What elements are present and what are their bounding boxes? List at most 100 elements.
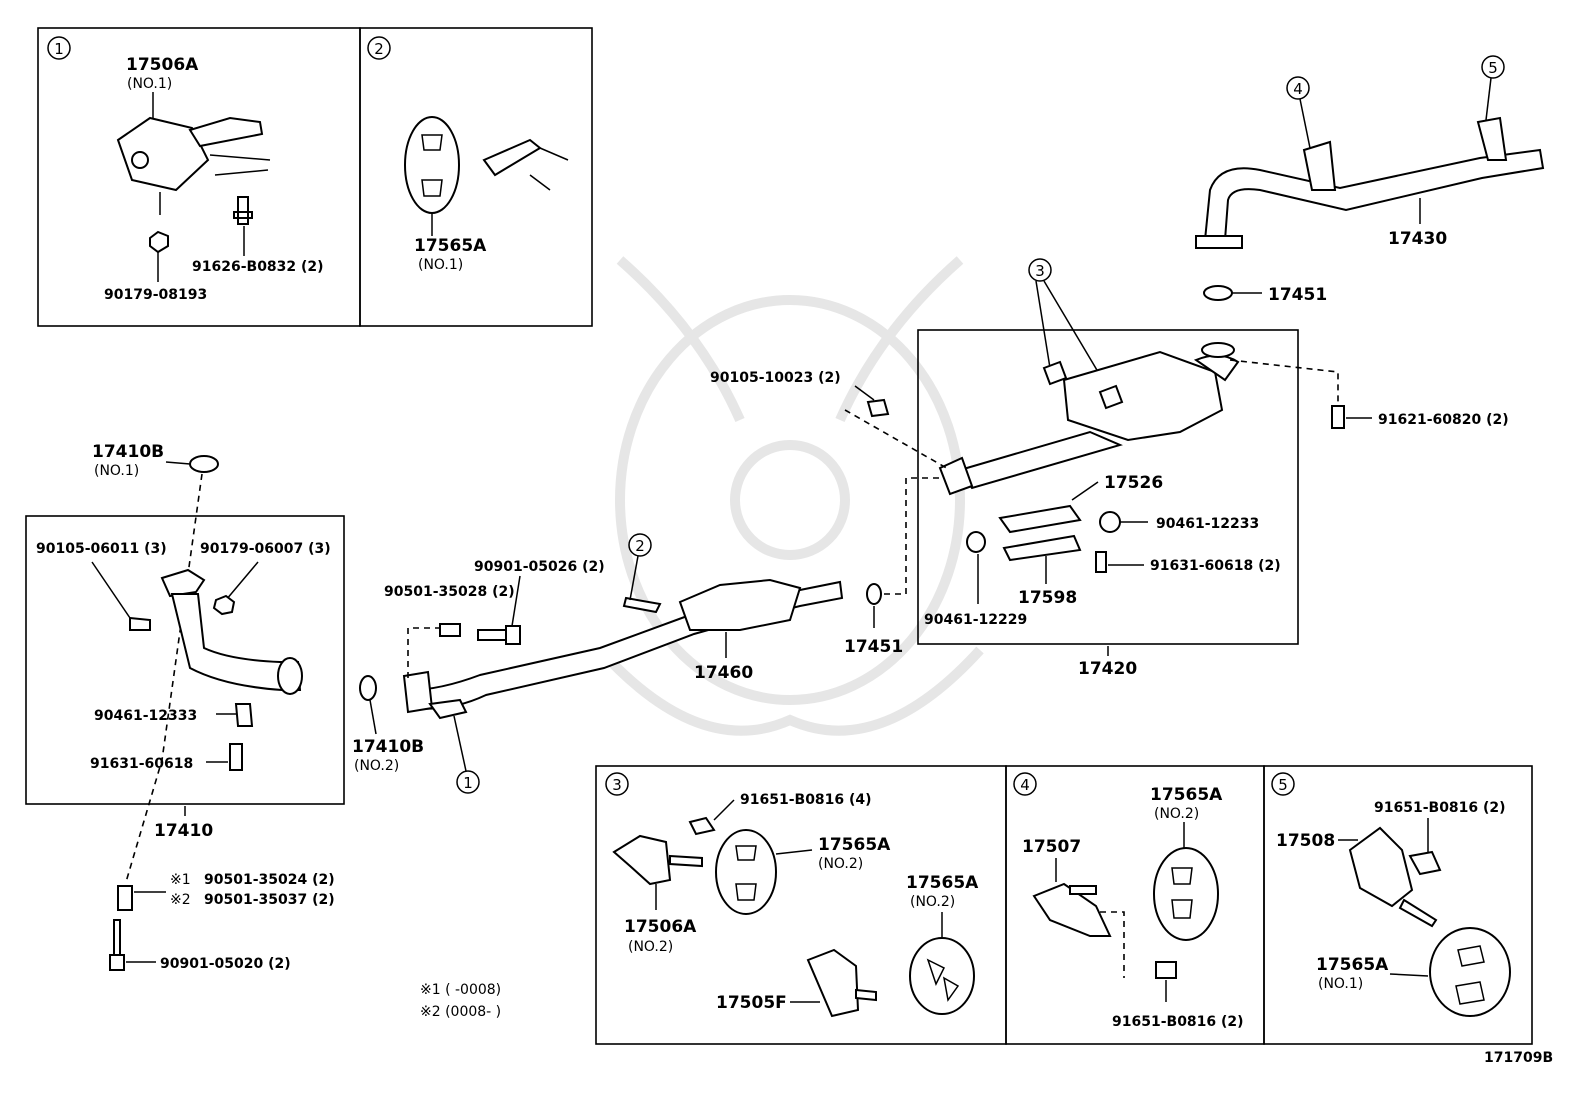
catalytic-converter-icon <box>678 578 802 631</box>
callout-circle-2 <box>367 36 391 60</box>
footnote-mark: ※1 <box>170 872 191 888</box>
rubber-hanger-icon <box>909 937 975 1015</box>
front-pipe-frame <box>25 515 345 805</box>
part-label[interactable]: 17598 <box>1018 588 1077 608</box>
part-label[interactable]: 17508 <box>1276 831 1335 851</box>
diagram-id: 171709B <box>1484 1050 1553 1066</box>
callout-number: 3 <box>612 776 622 794</box>
part-label[interactable]: 91631-60618 <box>90 756 193 772</box>
bolt-icon <box>1095 551 1107 573</box>
gasket-icon <box>189 455 219 473</box>
callout-circle-4 <box>1286 76 1310 100</box>
part-label[interactable]: 90461-12233 <box>1156 516 1259 532</box>
part-label[interactable]: 17460 <box>694 663 753 683</box>
flange-icon <box>160 568 206 598</box>
spring-icon <box>117 885 133 911</box>
part-label[interactable]: 90461-12229 <box>924 612 1027 628</box>
muffler-icon <box>1062 350 1224 442</box>
part-label[interactable]: 90501-35024 (2) <box>204 872 335 888</box>
callout-circle-1 <box>456 770 480 794</box>
part-label[interactable]: 90501-35028 (2) <box>384 584 515 600</box>
watermark-emblem <box>596 256 984 736</box>
part-sub-label: (NO.2) <box>628 939 673 955</box>
part-label[interactable]: 90461-12333 <box>94 708 197 724</box>
part-label[interactable]: 17451 <box>844 637 903 657</box>
bolt-icon <box>129 616 151 631</box>
callout-circle-3 <box>1028 258 1052 282</box>
footnote-2: ※2 (0008- ) <box>420 1004 501 1020</box>
bolt-icon <box>477 625 521 645</box>
spring-icon <box>439 623 461 637</box>
part-sub-label: (NO.1) <box>127 76 172 92</box>
callout-number: 2 <box>635 537 645 555</box>
part-label[interactable]: 91626-B0832 (2) <box>192 259 324 275</box>
part-label[interactable]: 17565A <box>906 873 979 893</box>
footnote-1: ※1 ( -0008) <box>420 982 501 998</box>
stud-bolt-icon <box>109 919 125 971</box>
panel-2: 2 17565A (NO.1) <box>367 36 569 273</box>
clamp-icon <box>1099 511 1121 533</box>
part-label[interactable]: 91651-B0816 (4) <box>740 792 872 808</box>
part-label[interactable]: 17410B <box>92 442 164 462</box>
gasket-icon <box>866 583 882 605</box>
panel-1-frame <box>37 27 361 327</box>
part-label[interactable]: 17507 <box>1022 837 1081 857</box>
part-label[interactable]: 17565A <box>1316 955 1389 975</box>
part-label[interactable]: 90179-08193 <box>104 287 207 303</box>
clamp-icon <box>966 531 986 553</box>
callout-circle-5 <box>1481 55 1505 79</box>
flange-icon <box>938 456 974 496</box>
rubber-hanger-icon <box>1429 927 1511 1017</box>
part-label[interactable]: 17430 <box>1388 229 1447 249</box>
part-sub-label: (NO.2) <box>354 758 399 774</box>
muffler-group: 3 90105-10023 (2) 91621-60820 (2) 17526 … <box>710 258 1509 679</box>
part-label[interactable]: 17410 <box>154 821 213 841</box>
part-label[interactable]: 91621-60820 (2) <box>1378 412 1509 428</box>
callout-circle-2 <box>628 533 652 557</box>
part-label[interactable]: 91631-60618 (2) <box>1150 558 1281 574</box>
gasket-icon <box>1203 285 1233 301</box>
part-label[interactable]: 90901-05020 (2) <box>160 956 291 972</box>
gasket-icon <box>359 675 377 701</box>
bolt-icon <box>1155 961 1177 979</box>
bolt-icon <box>233 196 253 225</box>
part-label[interactable]: 91651-B0816 (2) <box>1374 800 1506 816</box>
part-label[interactable]: 90501-35037 (2) <box>204 892 335 908</box>
bracket-icon <box>806 948 860 1018</box>
callout-circle-5 <box>1271 772 1295 796</box>
callout-number: 1 <box>54 40 64 58</box>
part-label[interactable]: 90105-10023 (2) <box>710 370 841 386</box>
part-label[interactable]: 91651-B0816 (2) <box>1112 1014 1244 1030</box>
part-label[interactable]: 17526 <box>1104 473 1163 493</box>
part-label[interactable]: 90105-06011 (3) <box>36 541 167 557</box>
part-label[interactable]: 17410B <box>352 737 424 757</box>
part-label[interactable]: 17565A <box>818 835 891 855</box>
part-label[interactable]: 90901-05026 (2) <box>474 559 605 575</box>
part-label[interactable]: 90179-06007 (3) <box>200 541 331 557</box>
clamp-icon <box>234 703 254 727</box>
rubber-hanger-icon <box>715 829 777 915</box>
panel-4: 4 17507 91651-B0816 (2) 17565A (NO.2) <box>1013 772 1244 1030</box>
part-label[interactable]: 17451 <box>1268 285 1327 305</box>
center-pipe-group: 17410B (NO.2) 90501-35028 (2) 90901-0502… <box>352 477 940 794</box>
part-label[interactable]: 17565A <box>1150 785 1223 805</box>
part-label[interactable]: 17565A <box>414 236 487 256</box>
part-sub-label: (NO.1) <box>418 257 463 273</box>
bolt-icon <box>866 398 890 418</box>
rubber-hanger-icon <box>1153 847 1219 941</box>
part-sub-label: (NO.2) <box>1154 806 1199 822</box>
panel-2-frame <box>359 27 593 327</box>
part-sub-label: (NO.2) <box>818 856 863 872</box>
part-label[interactable]: 17420 <box>1078 659 1137 679</box>
callout-circle-3 <box>605 772 629 796</box>
part-label[interactable]: 17506A <box>624 917 697 937</box>
bracket-icon <box>1348 826 1414 908</box>
callout-number: 1 <box>463 774 473 792</box>
panel-1: 1 17506A (NO.1) 90179-08193 91626-B0832 … <box>47 36 324 303</box>
callout-number: 5 <box>1278 776 1288 794</box>
bolt-icon <box>1408 850 1442 876</box>
part-label[interactable]: 17505F <box>716 993 787 1013</box>
part-label[interactable]: 17506A <box>126 55 199 75</box>
callout-circle-1 <box>47 36 71 60</box>
